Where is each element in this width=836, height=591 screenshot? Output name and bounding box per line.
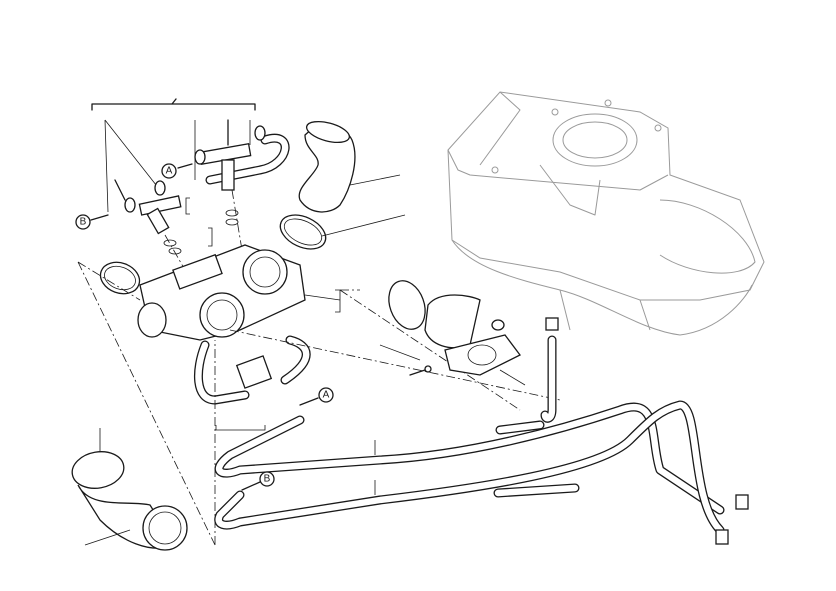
bracket-line	[91, 98, 256, 111]
callout-b-bottom: B	[241, 471, 275, 491]
fuel-rail-assembly	[114, 119, 290, 271]
callout-label: A	[166, 166, 173, 177]
throttle-body	[99, 244, 341, 341]
callout-label: B	[80, 217, 87, 228]
hose-clamp	[279, 214, 406, 250]
callout-label: A	[323, 390, 330, 401]
intake-duct-lower	[71, 428, 188, 551]
intake-elbow-duct	[298, 120, 401, 213]
callout-label: B	[264, 474, 271, 485]
callout-a-top: A	[161, 163, 193, 179]
callout-b-top: B	[75, 214, 109, 230]
fuel-hoses	[214, 400, 749, 545]
callout-a-bottom: A	[299, 387, 334, 406]
air-box	[447, 91, 765, 336]
idle-air-valve	[193, 335, 311, 431]
intake-boot	[379, 280, 526, 386]
